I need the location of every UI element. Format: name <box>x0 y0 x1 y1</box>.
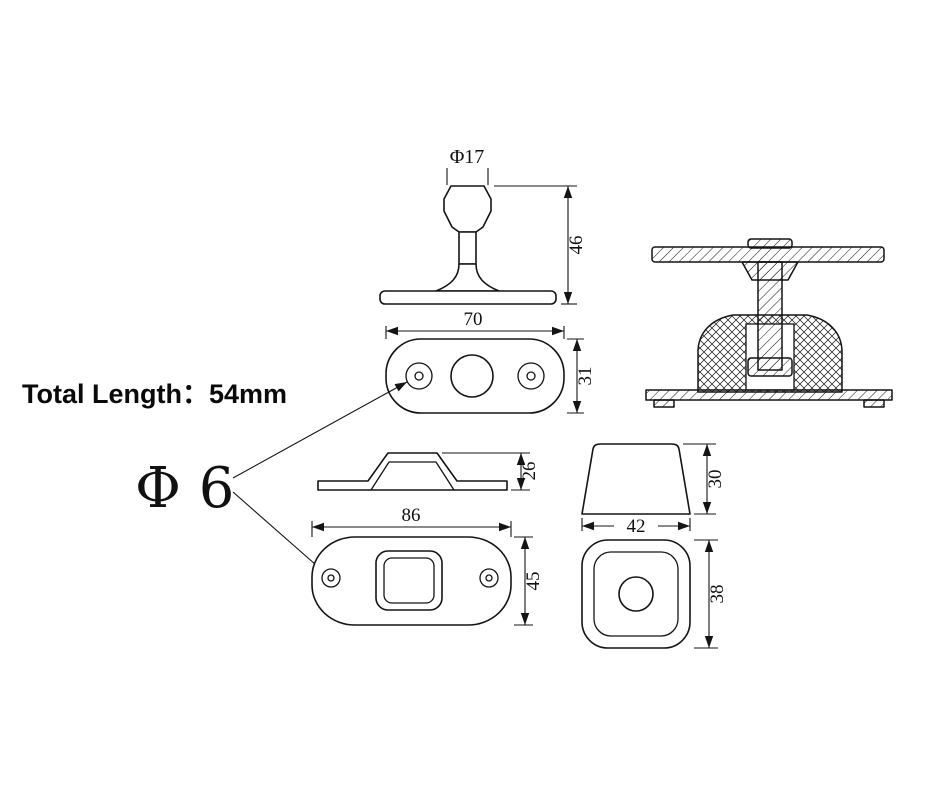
plate-hole-left-center <box>414 371 424 381</box>
view-strike-top: 86 45 <box>311 505 544 626</box>
dim-strike-width: 86 <box>402 505 421 526</box>
strike-square-outer <box>375 550 443 611</box>
hole-diameter-callout: Φ 6 <box>135 456 234 521</box>
view-cap-top: 38 <box>581 539 728 649</box>
plate-hole-right-center <box>526 371 536 381</box>
assembly-stem-flange <box>741 261 799 281</box>
view-strike-profile: 26 <box>317 452 540 491</box>
plate-center-hole <box>450 354 494 398</box>
knob-neck <box>458 231 477 265</box>
plate-hole-right <box>517 362 545 390</box>
strike-hole-right-center <box>485 574 493 582</box>
callouts: Total Length：54mm Φ 6 <box>22 379 408 573</box>
dim-knob-height: 46 <box>566 236 587 255</box>
strike-profile-outline <box>317 452 508 491</box>
strike-hole-left-center <box>327 574 335 582</box>
dim-cap-height: 30 <box>705 470 726 489</box>
dim-cap-width: 42 <box>627 516 646 537</box>
view-assembly-section <box>645 238 893 408</box>
strike-profile-inner <box>370 461 455 491</box>
dim-plate-width: 70 <box>464 309 483 330</box>
assembly-stem-foot <box>747 357 793 377</box>
knob-flare <box>435 263 500 292</box>
assembly-top-plate <box>651 246 885 263</box>
view-cap-side: 30 42 <box>581 443 726 537</box>
dim-cap-top-height: 38 <box>707 585 728 604</box>
strike-hole-right <box>479 568 499 588</box>
assembly-foot-right <box>863 399 885 408</box>
view-knob-side: Φ17 46 <box>379 146 587 305</box>
assembly-foot-left <box>653 399 675 408</box>
total-length-label: Total Length：54mm <box>22 379 287 409</box>
assembly-bottom-plate <box>645 389 893 401</box>
cap-side-outline <box>581 443 691 515</box>
dim-strike-height: 45 <box>523 572 544 591</box>
dim-plate-height: 31 <box>575 367 596 386</box>
strike-hole-left <box>321 568 341 588</box>
leader-arrow-upper <box>232 381 408 479</box>
cap-top-hole <box>618 576 654 612</box>
cap-top-inner <box>593 551 679 637</box>
knob-base-plate <box>379 290 557 305</box>
strike-square-inner <box>383 557 435 604</box>
leader-arrow-lower <box>232 491 325 573</box>
knob-head <box>443 185 492 233</box>
dim-profile-height: 26 <box>519 462 540 481</box>
dim-knob-diameter: Φ17 <box>450 146 485 168</box>
plate-hole-left <box>405 362 433 390</box>
view-plate-top: 70 31 <box>385 309 596 414</box>
